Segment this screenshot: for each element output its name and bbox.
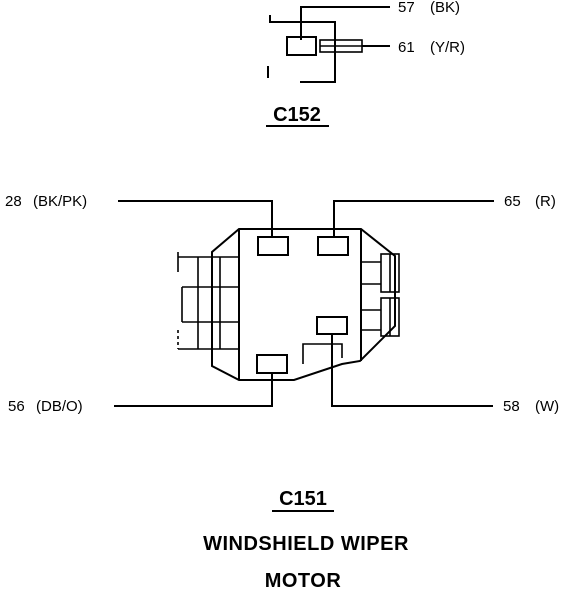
c151-terminal-28 <box>257 236 289 256</box>
c151-terminal-56 <box>256 354 288 374</box>
c151-wire-28: 28 (BK/PK) <box>5 193 273 237</box>
c152-wire-57-color: (BK) <box>430 0 460 16</box>
c151-wire-28-color: (BK/PK) <box>33 193 87 210</box>
c151-terminal-65 <box>317 236 349 256</box>
c151-label: C151 <box>279 488 327 510</box>
c151-terminal-58 <box>316 316 348 335</box>
c152-connector <box>267 15 363 83</box>
c151-wire-56-circuit: 56 <box>8 398 25 415</box>
c152-label: C152 <box>273 104 321 126</box>
c151-wire-28-circuit: 28 <box>5 193 22 210</box>
c152-wire-57: 57 (BK) <box>300 0 460 40</box>
c151-wire-65-circuit: 65 <box>504 193 521 210</box>
c152-wire-61-color: (Y/R) <box>430 39 465 56</box>
c151-wire-56-color: (DB/O) <box>36 398 83 415</box>
c151-wire-65: 65 (R) <box>333 193 556 237</box>
c152-wire-61-circuit: 61 <box>398 39 415 56</box>
c151-wire-56: 56 (DB/O) <box>8 373 273 415</box>
caption-line-1: WINDSHIELD WIPER <box>203 533 409 555</box>
c151-wire-65-color: (R) <box>535 193 556 210</box>
c152-wire-61: 61 (Y/R) <box>362 39 465 56</box>
c152-wire-57-circuit: 57 <box>398 0 415 16</box>
c151-connector <box>177 228 400 381</box>
c151-wire-58: 58 (W) <box>331 334 559 415</box>
caption-line-2: MOTOR <box>265 570 342 592</box>
c151-wire-58-color: (W) <box>535 398 559 415</box>
c151-wire-58-circuit: 58 <box>503 398 520 415</box>
